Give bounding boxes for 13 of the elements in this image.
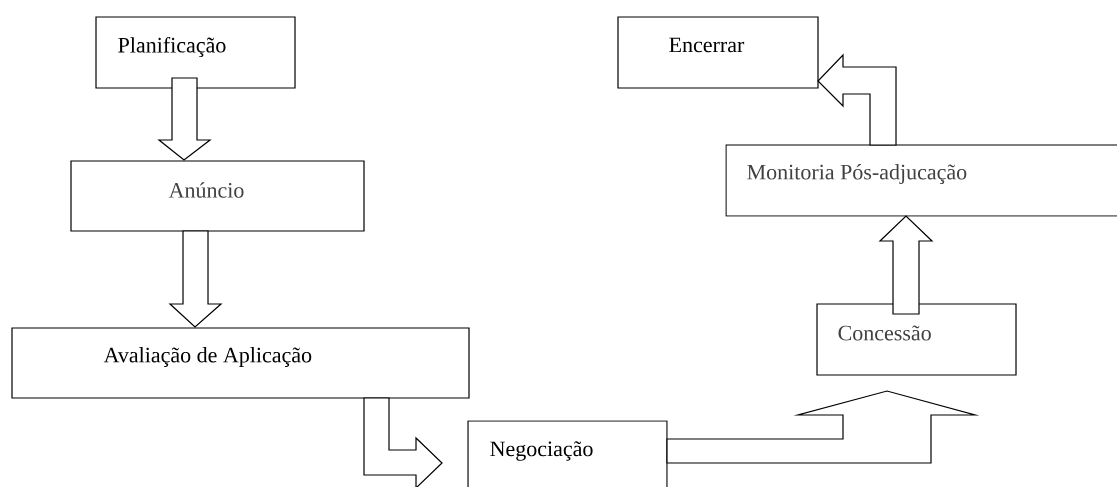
block-arrow (363, 397, 443, 487)
block-arrow (666, 390, 980, 464)
block-arrow (878, 215, 934, 315)
block-arrow (168, 230, 223, 328)
block-arrow (157, 77, 212, 161)
process-box: Planificação (95, 16, 296, 89)
process-box: Encerrar (617, 16, 819, 89)
process-box: Monitoria Pós-adjucação (725, 144, 1117, 217)
block-arrow (817, 53, 897, 146)
process-box: Avaliação de Aplicação (11, 327, 470, 399)
process-box: Concessão (816, 303, 1017, 376)
process-box: Anúncio (70, 160, 365, 232)
process-box: Negociação (467, 420, 668, 487)
